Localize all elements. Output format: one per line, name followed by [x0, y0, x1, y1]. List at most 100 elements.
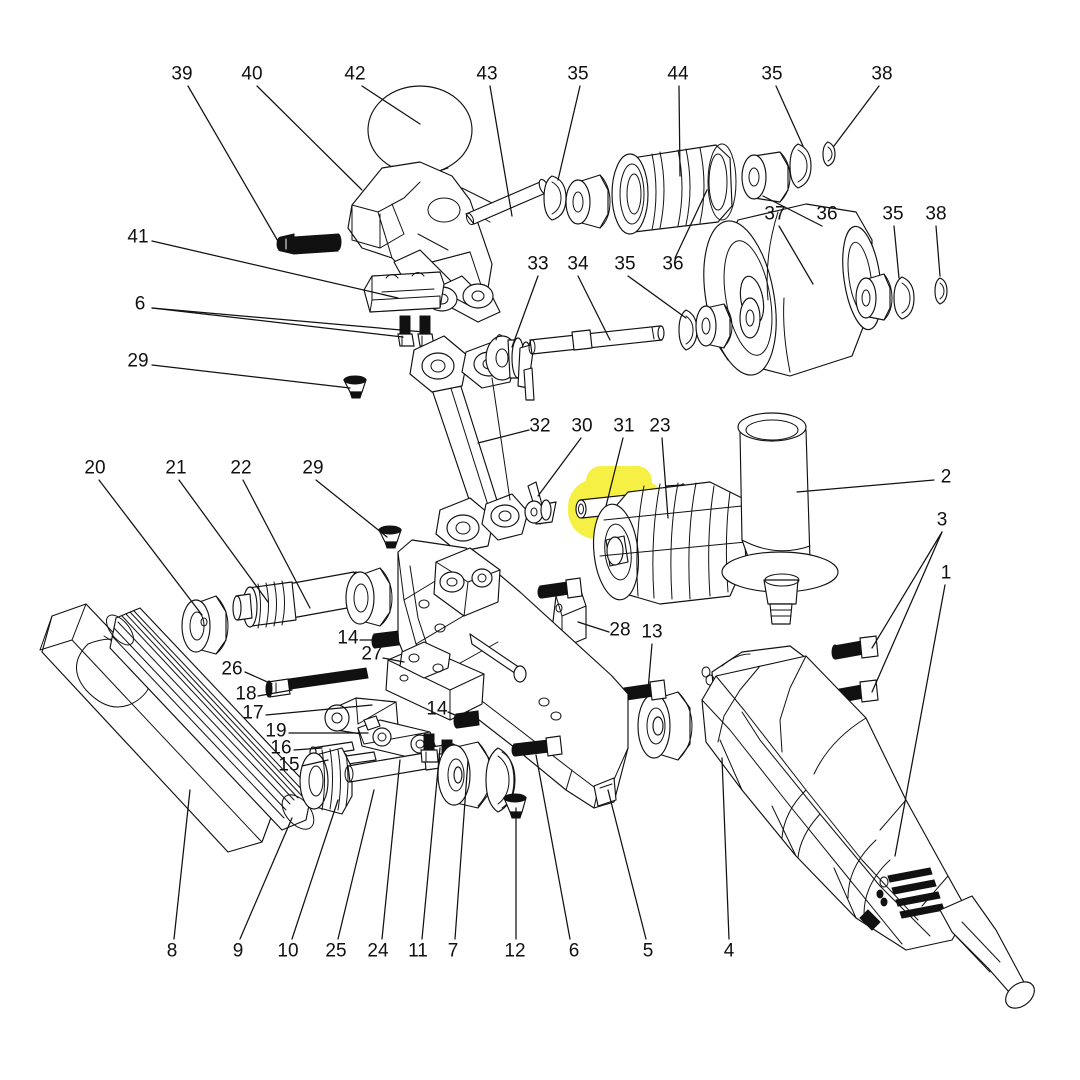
callout-number-11[interactable]: 11 — [408, 940, 428, 962]
leader-line-35 — [893, 225, 900, 279]
callout-number-25[interactable]: 25 — [325, 940, 347, 962]
leader-line-22 — [242, 479, 311, 609]
leader-line-23 — [661, 437, 669, 519]
callout-number-1[interactable]: 1 — [940, 562, 952, 584]
callout-number-26[interactable]: 26 — [221, 658, 243, 680]
leader-line-28 — [577, 621, 610, 633]
callout-number-6[interactable]: 6 — [134, 293, 146, 315]
leader-line-31 — [605, 437, 624, 507]
leader-line-2 — [796, 479, 935, 493]
leader-line-9 — [239, 817, 293, 940]
part-35-snap-ring-b — [789, 143, 812, 189]
callout-number-35[interactable]: 35 — [761, 63, 783, 85]
leader-line-30 — [537, 437, 582, 497]
leader-line-39 — [187, 85, 280, 244]
callout-number-18[interactable]: 18 — [235, 683, 257, 705]
callout-number-5[interactable]: 5 — [642, 940, 654, 962]
callout-number-42[interactable]: 42 — [344, 63, 366, 85]
part-2-spindle-cone — [721, 412, 839, 625]
callout-number-8[interactable]: 8 — [166, 940, 178, 962]
leader-line-17 — [265, 704, 373, 716]
leader-line-38 — [833, 85, 880, 147]
callout-number-36[interactable]: 36 — [816, 203, 838, 225]
callout-number-43[interactable]: 43 — [476, 63, 498, 85]
part-13-bolts — [537, 577, 667, 701]
part-7-idler-pulley — [437, 741, 492, 809]
callout-number-16[interactable]: 16 — [270, 737, 292, 759]
callout-number-29[interactable]: 29 — [302, 457, 324, 479]
callout-number-14[interactable]: 14 — [426, 698, 448, 720]
leader-line-16 — [293, 747, 323, 751]
callout-number-2[interactable]: 2 — [940, 466, 952, 488]
leader-line-35 — [557, 85, 581, 181]
part-36-collar-c — [855, 273, 893, 321]
callout-number-14[interactable]: 14 — [337, 627, 359, 649]
callout-number-38[interactable]: 38 — [925, 203, 947, 225]
callout-number-40[interactable]: 40 — [241, 63, 263, 85]
leader-line-20 — [98, 479, 203, 616]
callout-number-35[interactable]: 35 — [614, 253, 636, 275]
part-38-ring-b — [934, 277, 948, 305]
callout-number-20[interactable]: 20 — [84, 457, 106, 479]
callout-number-44[interactable]: 44 — [667, 63, 689, 85]
leader-line-40 — [256, 85, 363, 191]
leader-line-5 — [607, 789, 647, 940]
leader-line-35 — [775, 85, 804, 147]
callout-number-7[interactable]: 7 — [447, 940, 459, 962]
callout-number-34[interactable]: 34 — [567, 253, 589, 275]
callout-number-33[interactable]: 33 — [527, 253, 549, 275]
part-3-bolts — [831, 635, 879, 704]
callout-number-9[interactable]: 9 — [232, 940, 244, 962]
leader-line-18 — [257, 689, 293, 697]
part-35-snap-ring-d — [678, 309, 698, 351]
callout-number-27[interactable]: 27 — [361, 643, 383, 665]
leader-line-13 — [647, 643, 653, 691]
callout-number-19[interactable]: 19 — [265, 720, 287, 742]
leader-line-29 — [151, 364, 351, 389]
callout-number-22[interactable]: 22 — [230, 457, 252, 479]
callout-number-21[interactable]: 21 — [165, 457, 187, 479]
callout-number-6[interactable]: 6 — [568, 940, 580, 962]
callout-number-41[interactable]: 41 — [127, 226, 149, 248]
part-18-26-threaded-rod — [265, 667, 369, 698]
callout-number-3[interactable]: 3 — [936, 509, 948, 531]
leader-line-c3b — [871, 531, 943, 693]
callout-number-30[interactable]: 30 — [571, 415, 593, 437]
part-29-screw-upper — [343, 375, 367, 399]
callout-number-12[interactable]: 12 — [504, 940, 526, 962]
callout-number-38[interactable]: 38 — [871, 63, 893, 85]
callout-number-28[interactable]: 28 — [609, 619, 631, 641]
callout-number-15[interactable]: 15 — [278, 754, 300, 776]
callout-number-39[interactable]: 39 — [171, 63, 193, 85]
leader-line-36 — [762, 195, 823, 227]
callout-number-35[interactable]: 35 — [882, 203, 904, 225]
part-1-rotary-tool-body — [701, 645, 1035, 1009]
part-38-ring-a — [822, 141, 836, 167]
leader-line-38 — [935, 225, 941, 277]
callout-number-37[interactable]: 37 — [764, 203, 786, 225]
callout-number-31[interactable]: 31 — [613, 415, 635, 437]
part-34-spline-shaft — [528, 325, 665, 355]
callout-number-29[interactable]: 29 — [127, 350, 149, 372]
callout-number-17[interactable]: 17 — [242, 702, 264, 724]
part-36-collar-a — [565, 174, 611, 229]
part-30-clip — [524, 481, 557, 525]
leader-line-43 — [489, 85, 513, 217]
leader-line-41 — [151, 240, 399, 299]
callout-number-24[interactable]: 24 — [367, 940, 389, 962]
callout-number-35[interactable]: 35 — [567, 63, 589, 85]
leader-line-24 — [381, 759, 401, 940]
part-41-clamp-block — [363, 271, 445, 313]
callout-number-36[interactable]: 36 — [662, 253, 684, 275]
callout-number-10[interactable]: 10 — [277, 940, 299, 962]
leader-line-4 — [721, 757, 730, 940]
leader-line-10 — [291, 799, 339, 940]
callout-number-23[interactable]: 23 — [649, 415, 671, 437]
part-44-bellows-drum — [611, 143, 737, 235]
callout-number-13[interactable]: 13 — [641, 621, 663, 643]
leader-line-27 — [382, 657, 405, 663]
callout-number-4[interactable]: 4 — [723, 940, 735, 962]
part-39-bolt — [276, 233, 342, 255]
callout-number-32[interactable]: 32 — [529, 415, 551, 437]
